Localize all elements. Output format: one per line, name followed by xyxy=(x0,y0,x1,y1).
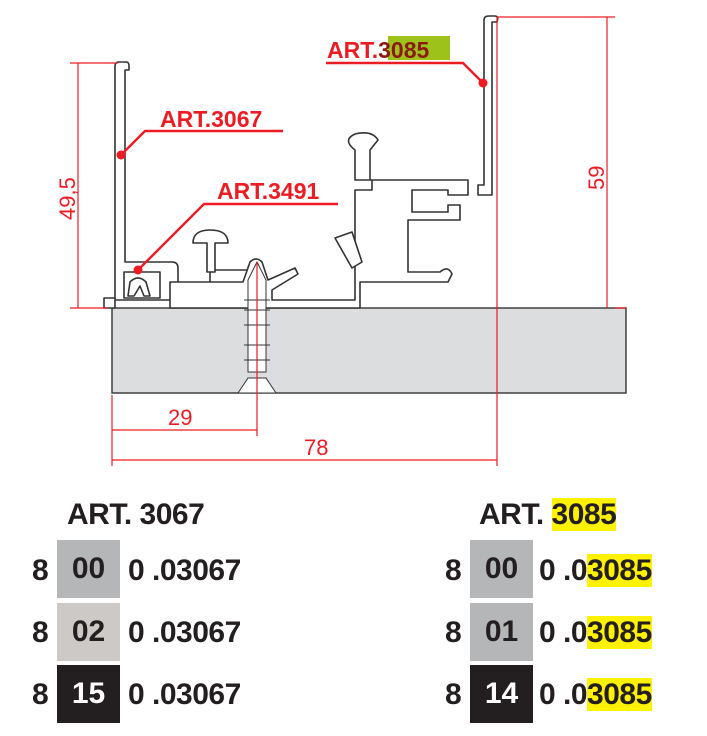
callout-highlight xyxy=(388,36,450,60)
dimension-total-width: 78 xyxy=(304,435,328,460)
profile-art-3491 xyxy=(123,271,161,299)
color-swatch: 02 xyxy=(57,603,120,661)
dimension-height-right: 59 xyxy=(584,166,609,190)
color-swatch: 00 xyxy=(470,540,533,598)
callout-art-3491: ART.3491 xyxy=(217,178,319,204)
code-prefix: 8 xyxy=(32,678,49,711)
profile-foot xyxy=(103,297,116,309)
color-swatch: 15 xyxy=(57,665,120,723)
code-prefix: 8 xyxy=(32,616,49,649)
profile-rib xyxy=(192,229,229,273)
profile-arm xyxy=(334,231,363,269)
color-swatch: 00 xyxy=(57,540,120,598)
color-swatch: 14 xyxy=(470,665,533,723)
profile-section-drawing: 49,5 59 29 78 ART.3085 ART.3067 ART.3491 xyxy=(55,15,627,466)
dimension-screw-offset: 29 xyxy=(168,405,192,430)
wood-board xyxy=(111,307,627,394)
profile-art-3085 xyxy=(477,15,499,196)
code-suffix: 0 .03067 xyxy=(128,554,241,587)
code-suffix: 0 .03085 xyxy=(539,616,652,649)
profile-base xyxy=(169,132,469,309)
callout-dot xyxy=(133,265,143,275)
code-prefix: 8 xyxy=(32,554,49,587)
code-suffix: 0 .03067 xyxy=(128,678,241,711)
table-title-3067: ART. 3067 xyxy=(67,498,205,531)
code-suffix: 0 .03085 xyxy=(539,678,652,711)
callout-art-3067: ART.3067 xyxy=(160,106,262,132)
color-swatch: 01 xyxy=(470,603,533,661)
dimension-lines xyxy=(70,16,626,466)
dimension-height-left: 49,5 xyxy=(55,177,80,220)
callout-art-3085: ART.3085 xyxy=(327,37,429,63)
code-suffix: 0 .03067 xyxy=(128,616,241,649)
code-suffix: 0 .03085 xyxy=(539,554,652,587)
code-prefix: 8 xyxy=(445,616,462,649)
callout-dot xyxy=(478,78,488,88)
code-prefix: 8 xyxy=(445,554,462,587)
code-prefix: 8 xyxy=(445,678,462,711)
table-title-3085: ART. 3085 xyxy=(479,498,617,531)
callout-dot xyxy=(116,150,126,160)
